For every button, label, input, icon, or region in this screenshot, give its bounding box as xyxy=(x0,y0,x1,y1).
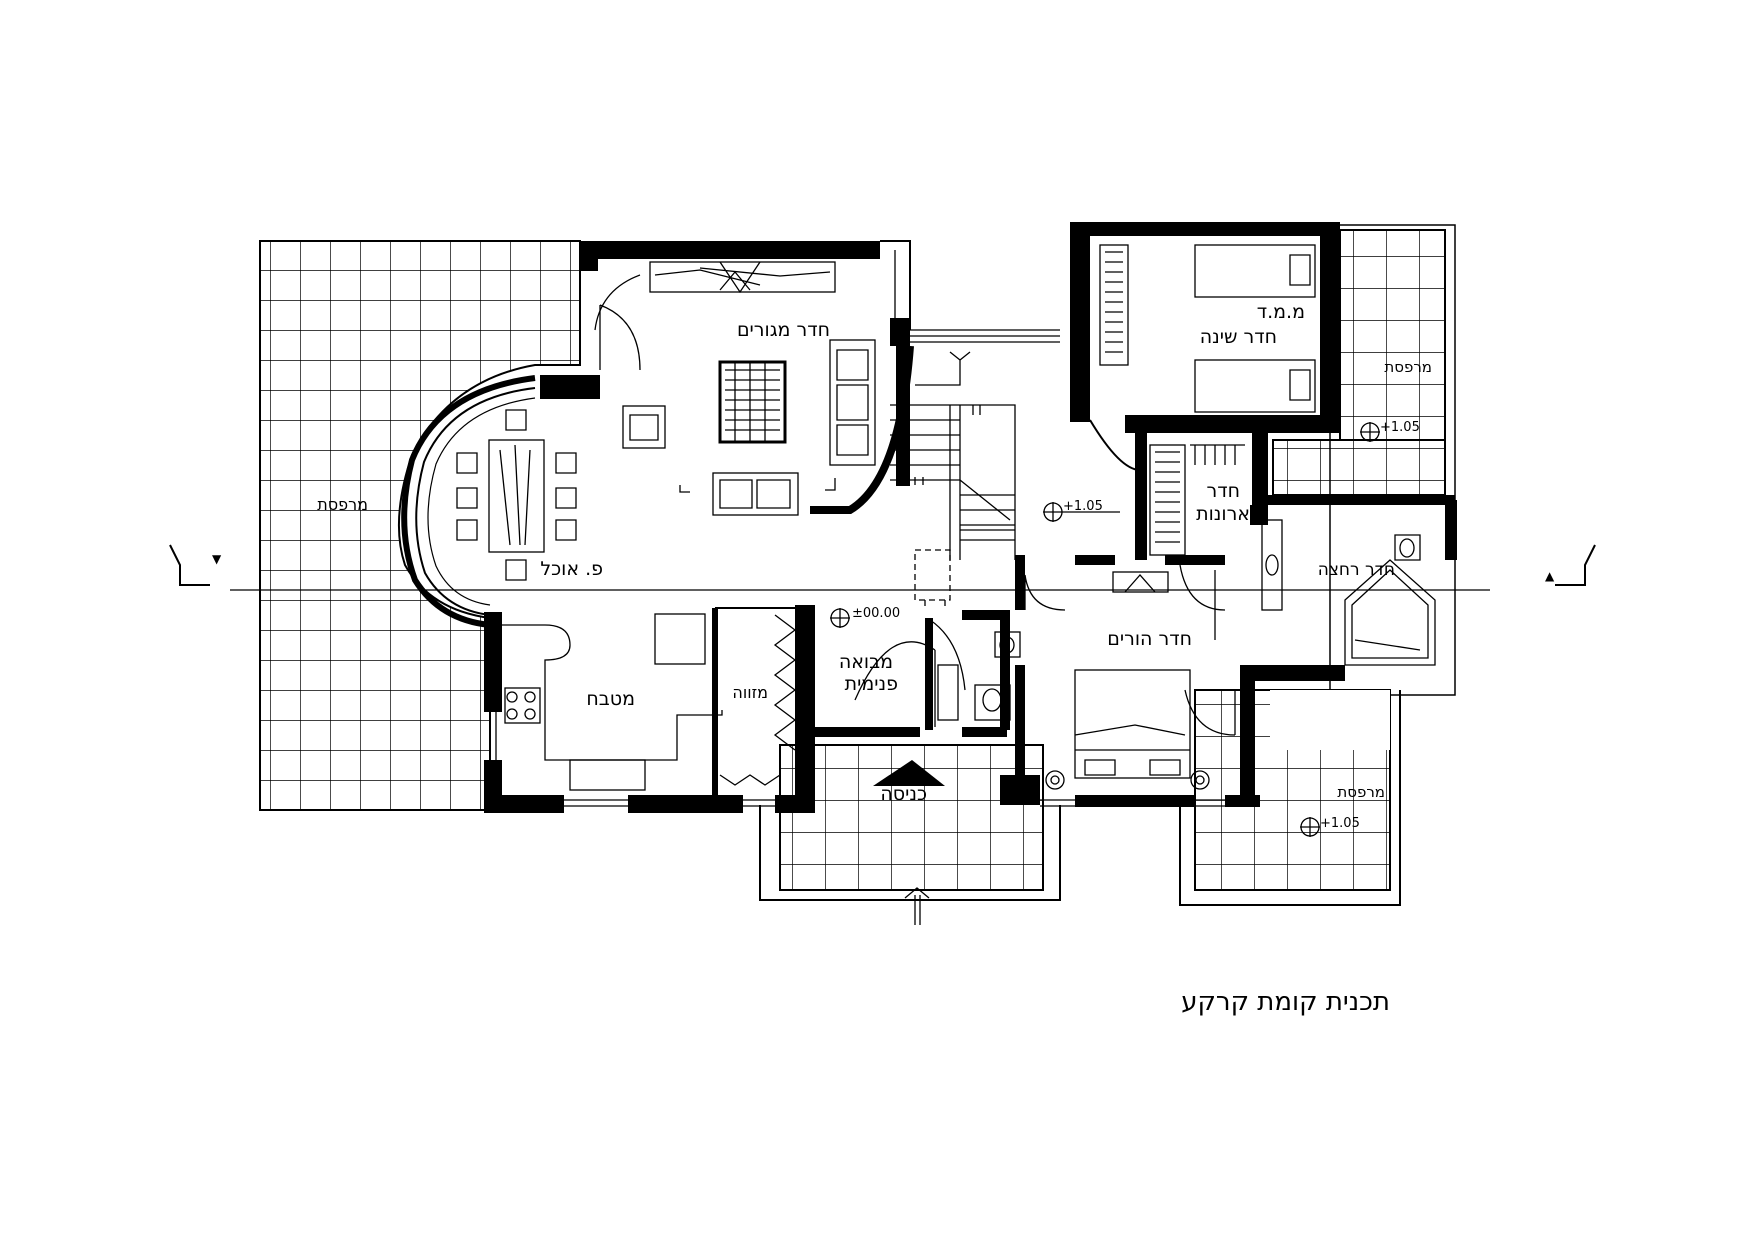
room-label-dining: פ. אוכל xyxy=(540,558,603,580)
room-label-pantry: מזווה xyxy=(732,683,768,702)
doors xyxy=(594,274,1236,736)
room-label-mamad-1: מ.מ.ד xyxy=(1257,301,1305,323)
level-markers xyxy=(830,422,1380,837)
room-label-kitchen: מטבח xyxy=(586,688,635,710)
room-label-hall-1: מבואה xyxy=(839,651,893,673)
terrace-north-east xyxy=(1272,224,1456,696)
level-marker-balcony-se xyxy=(1300,817,1320,837)
room-label-balcony-se: מרפסת xyxy=(1337,783,1385,801)
terrace-south-east xyxy=(1179,689,1401,906)
level-label-balcony-ne: +1.05 xyxy=(1380,420,1420,435)
furniture xyxy=(456,244,1436,925)
room-label-hall-2: פנימית xyxy=(845,673,898,695)
level-label-hall: +1.05 xyxy=(1063,499,1103,514)
room-label-living: חדר מגורים xyxy=(737,319,830,341)
section-line xyxy=(169,544,1596,591)
staircase xyxy=(890,351,1016,610)
room-label-closet-2: ארונות xyxy=(1196,503,1250,525)
room-label-closet-1: חדר xyxy=(1206,480,1240,502)
plan-title: תכנית קומת קרקע xyxy=(1181,987,1390,1017)
room-label-bathroom: חדר רחצה xyxy=(1318,560,1395,580)
room-label-balcony-ne: מרפסת xyxy=(1384,358,1432,376)
room-label-entrance: כניסה xyxy=(880,783,927,805)
walls xyxy=(401,222,1457,813)
room-label-balcony-west: מרפסת xyxy=(317,495,368,514)
section-mark-right: ▲ xyxy=(1545,569,1555,583)
room-label-mamad-2: חדר שינה xyxy=(1200,326,1277,348)
section-mark-left: ▼ xyxy=(212,552,222,566)
level-label-zero: ±00.00 xyxy=(852,606,900,621)
level-label-balcony-se: +1.05 xyxy=(1320,816,1360,831)
level-marker-hall xyxy=(1043,502,1120,522)
level-marker-balcony-ne xyxy=(1360,422,1380,442)
room-label-parents: חדר הורים xyxy=(1107,628,1192,650)
level-marker-zero xyxy=(830,608,850,628)
terrace-west xyxy=(259,240,581,811)
